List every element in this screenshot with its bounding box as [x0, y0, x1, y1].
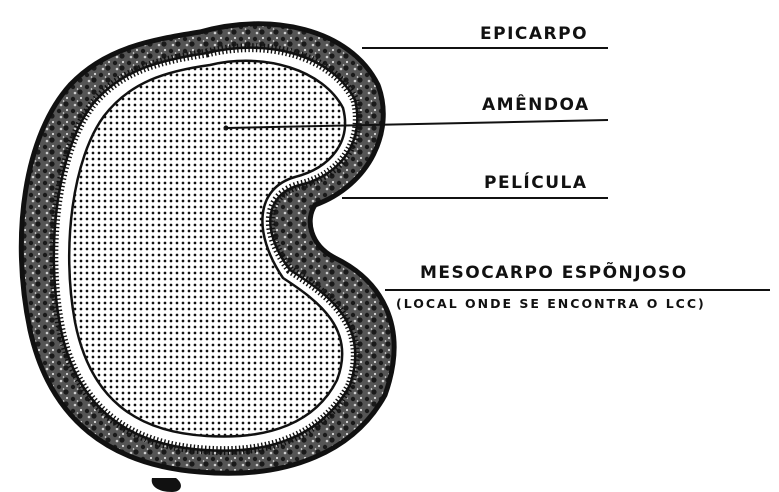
nut-stem: [152, 478, 181, 492]
mesocarpo-label: MESOCARPO ESPÕNJOSO: [420, 265, 688, 282]
epicarpo-label: EPICARPO: [480, 26, 588, 43]
amendoa-leader-dot: [224, 126, 229, 131]
amendoa-label: AMÊNDOA: [482, 97, 590, 114]
pelicula-label: PELÍCULA: [484, 175, 588, 192]
lcc-location-note: (LOCAL ONDE SE ENCONTRA O LCC): [396, 298, 706, 311]
